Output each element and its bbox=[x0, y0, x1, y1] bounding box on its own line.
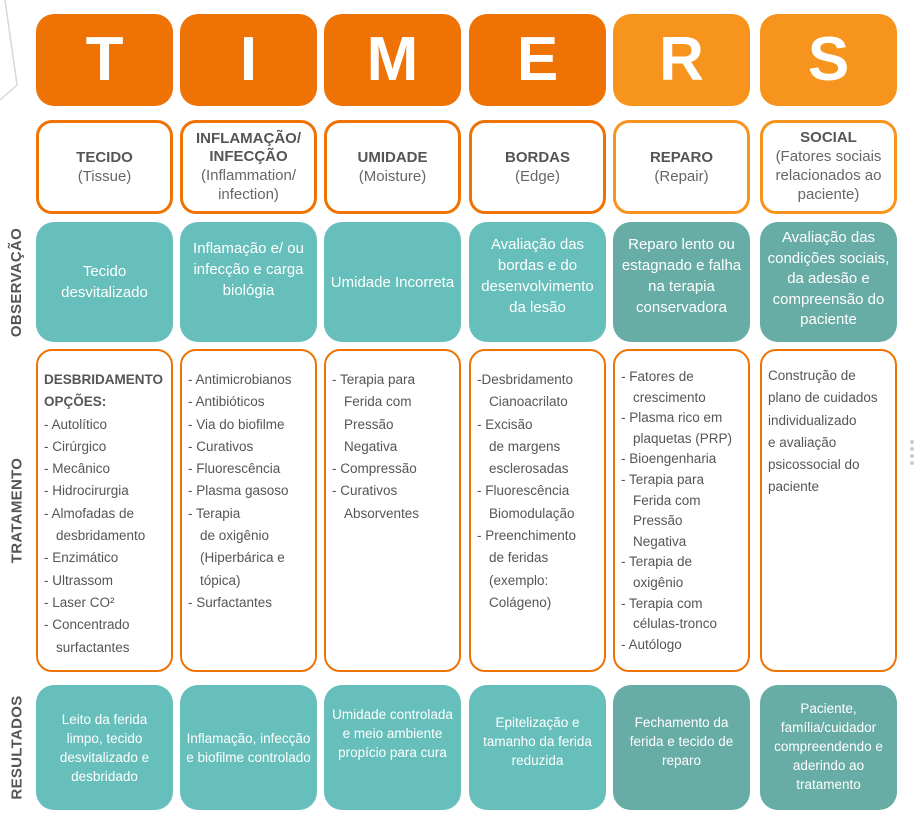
row-label-resultados: RESULTADOS bbox=[8, 695, 26, 800]
header-umidade: UMIDADE (Moisture) bbox=[324, 120, 461, 214]
resultado-tecido: Leito da ferida limpo, tecido desvitaliz… bbox=[36, 685, 173, 810]
observacao-social: Avaliação das condições sociais, da ades… bbox=[760, 222, 897, 342]
letter-i: I bbox=[180, 14, 317, 106]
observacao-bordas: Avaliação das bordas e do desenvolviment… bbox=[469, 222, 606, 342]
tratamento-umidade: - Terapia para Ferida com Pressão Negati… bbox=[324, 349, 461, 672]
observacao-inflamacao: Inflamação e/ ou infecção e carga biológ… bbox=[180, 222, 317, 342]
tratamento-social: Construção de plano de cuidados individu… bbox=[760, 349, 897, 672]
row-label-observacao: OBSERVAÇÃO bbox=[8, 227, 26, 337]
resultado-umidade: Umidade controlada e meio ambiente propí… bbox=[324, 685, 461, 810]
header-bordas: BORDAS (Edge) bbox=[469, 120, 606, 214]
letter-s: S bbox=[760, 14, 897, 106]
resultado-social: Paciente, família/cuidador compreendendo… bbox=[760, 685, 897, 810]
tratamento-bordas: -Desbridamento Cianoacrilato - Excisão d… bbox=[469, 349, 606, 672]
letter-t: T bbox=[36, 14, 173, 106]
observacao-umidade: Umidade Incorreta bbox=[324, 222, 461, 342]
letter-m: M bbox=[324, 14, 461, 106]
observacao-tecido: Tecido desvitalizado bbox=[36, 222, 173, 342]
header-tecido: TECIDO (Tissue) bbox=[36, 120, 173, 214]
row-label-tratamento: TRATAMENTO bbox=[8, 457, 26, 564]
resultado-bordas: Epitelização e tamanho da ferida reduzid… bbox=[469, 685, 606, 810]
letter-r: R bbox=[613, 14, 750, 106]
decorative-dots bbox=[908, 440, 915, 470]
header-social: SOCIAL (Fatores sociais relacionados ao … bbox=[760, 120, 897, 214]
letter-e: E bbox=[469, 14, 606, 106]
decorative-line bbox=[0, 0, 18, 101]
tratamento-tecido: DESBRIDAMENTO OPÇÕES: - Autolítico - Cir… bbox=[36, 349, 173, 672]
observacao-reparo: Reparo lento ou estagnado e falha na ter… bbox=[613, 222, 750, 342]
header-reparo: REPARO (Repair) bbox=[613, 120, 750, 214]
tratamento-reparo: - Fatores de crescimento - Plasma rico e… bbox=[613, 349, 750, 672]
resultado-inflamacao: Inflamação, infecção e biofilme controla… bbox=[180, 685, 317, 810]
header-inflamacao: INFLAMAÇÃO/ INFECÇÃO (Inflammation/ infe… bbox=[180, 120, 317, 214]
tratamento-inflamacao: - Antimicrobianos - Antibióticos - Via d… bbox=[180, 349, 317, 672]
resultado-reparo: Fechamento da ferida e tecido de reparo bbox=[613, 685, 750, 810]
